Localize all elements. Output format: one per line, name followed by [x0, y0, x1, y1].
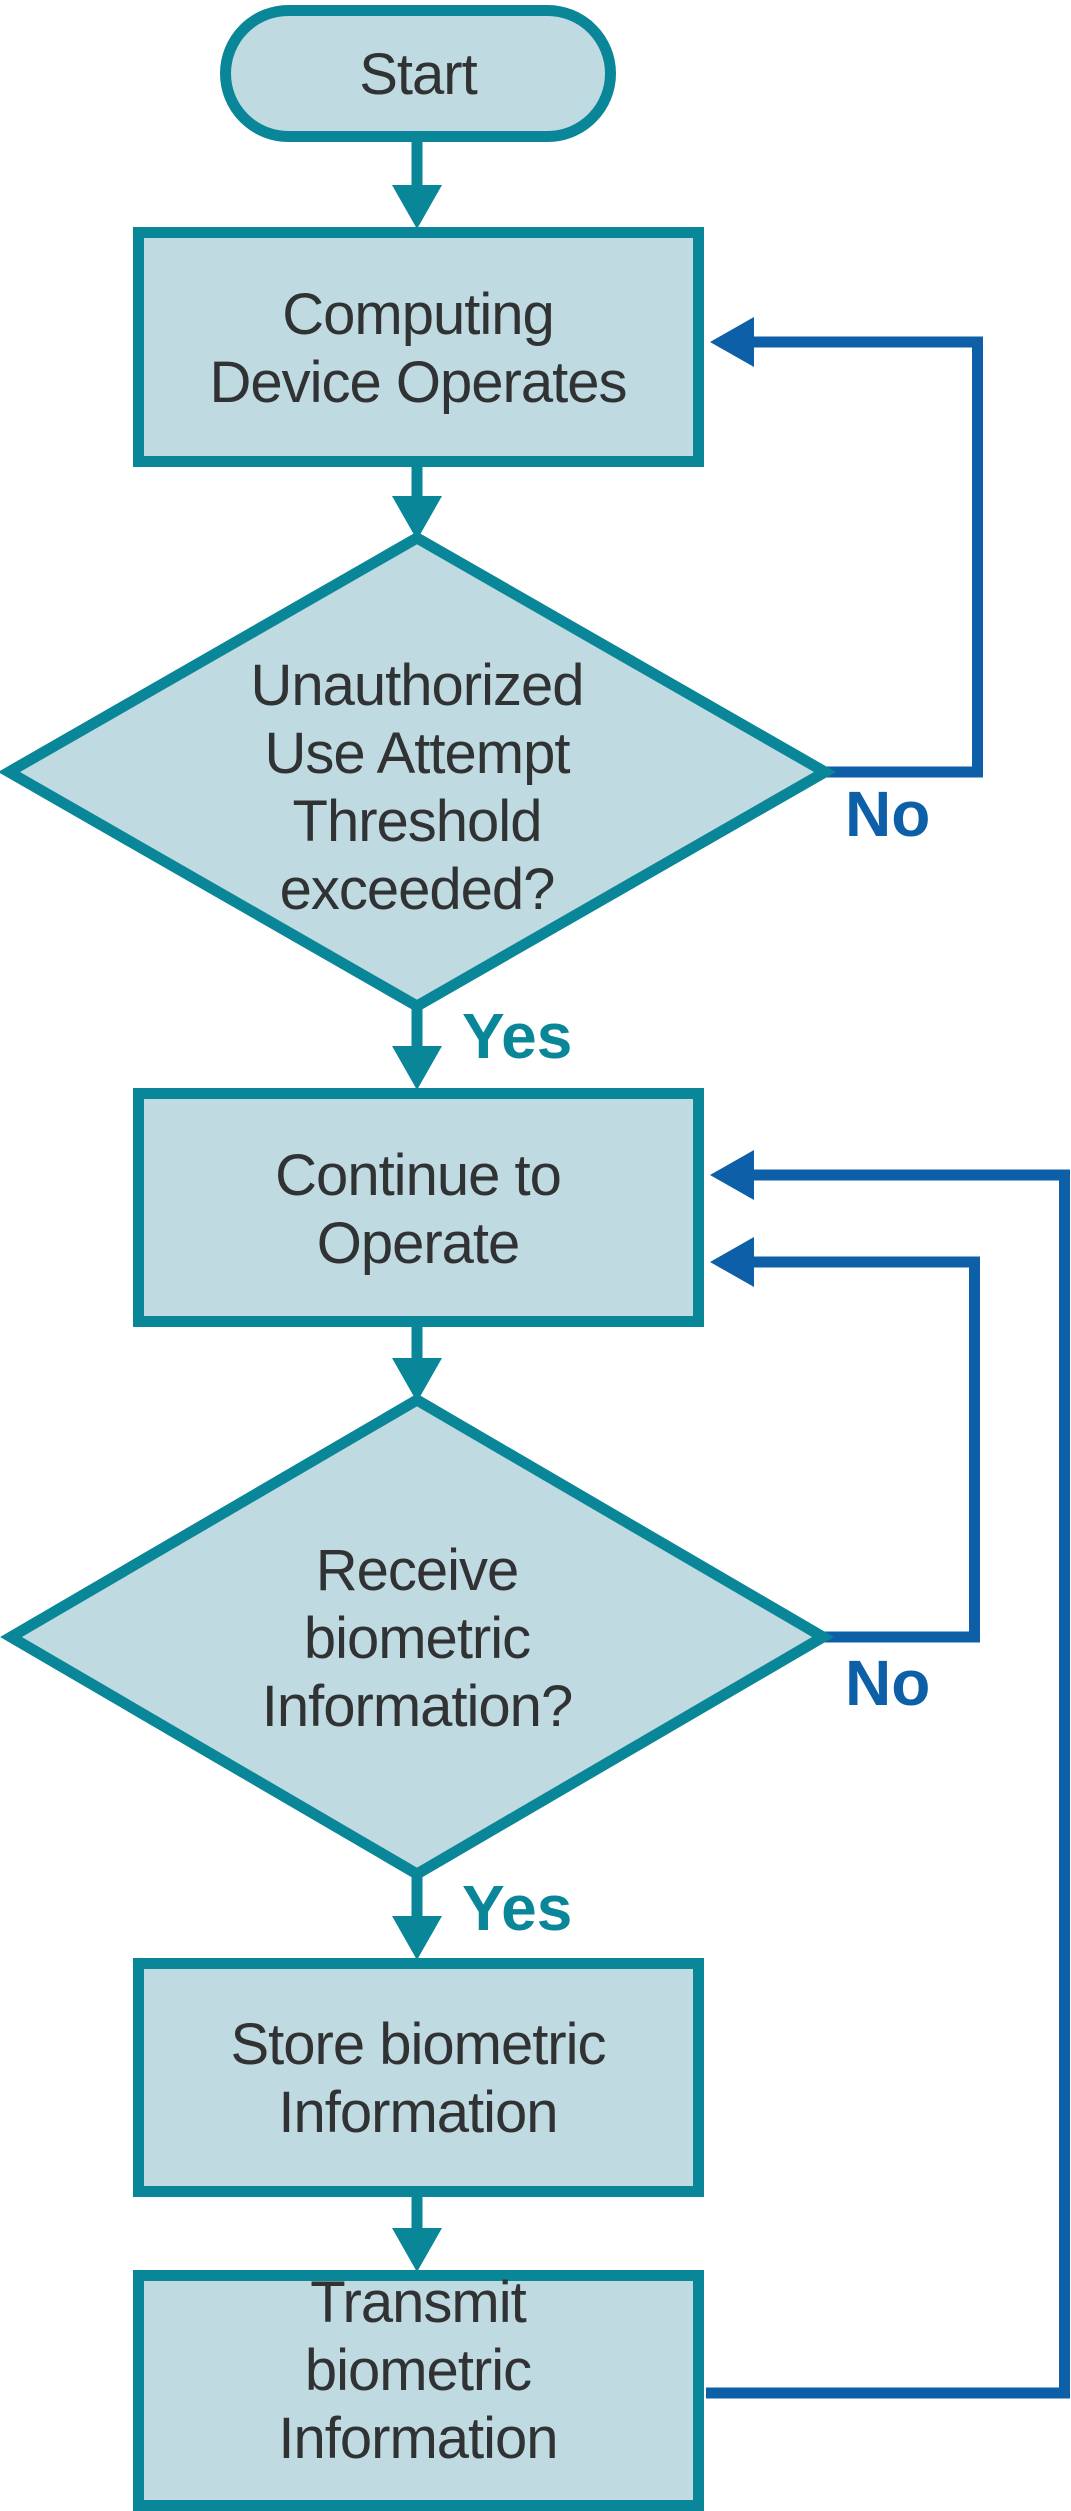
- receive-no-label: No: [845, 1647, 930, 1719]
- node-label-line: Device Operates: [210, 350, 627, 415]
- continue-to-operate-node: Continue to Operate: [133, 1088, 704, 1327]
- start-label: Start: [359, 42, 477, 107]
- node-label-line: Unauthorized: [251, 653, 584, 718]
- process-shape: [133, 227, 704, 467]
- arrow-down-icon: [392, 185, 442, 229]
- process-shape: [133, 1088, 704, 1327]
- start-node: Start: [220, 5, 616, 142]
- connector-threshold-to-continue: [392, 1004, 442, 1090]
- node-label-line: Information: [278, 2080, 557, 2145]
- no-loop-threshold: [710, 317, 983, 778]
- unauthorized-threshold-decision: Unauthorized Use Attempt Threshold excee…: [0, 531, 837, 1013]
- process-shape: [133, 1958, 704, 2197]
- node-label-line: exceeded?: [280, 857, 555, 922]
- threshold-no-label: No: [845, 778, 930, 850]
- node-label-line: biometric: [305, 2338, 531, 2403]
- connector-continue-to-receive: [392, 1325, 442, 1402]
- transmit-feedback-loop-path: [706, 1169, 1070, 2399]
- no-loop-receive-path: [754, 1256, 980, 1643]
- node-label-line: Computing: [282, 282, 553, 347]
- connector-receive-to-store: [392, 1872, 442, 1960]
- computing-device-operates-node: Computing Device Operates: [133, 227, 704, 467]
- no-loop-receive: [710, 1237, 980, 1643]
- arrow-down-icon: [392, 1046, 442, 1090]
- arrow-down-icon: [392, 2228, 442, 2272]
- arrow-left-icon: [710, 317, 754, 367]
- arrow-down-icon: [392, 1916, 442, 1960]
- connector-store-to-transmit: [392, 2195, 442, 2272]
- arrow-left-icon: [710, 1237, 754, 1287]
- arrow-down-icon: [392, 1358, 442, 1402]
- node-label-line: Information: [278, 2406, 557, 2471]
- receive-yes-label: Yes: [462, 1872, 572, 1944]
- node-label-line: Continue to: [275, 1143, 561, 1208]
- decision-shape: [0, 531, 837, 1013]
- node-label-line: Transmit: [310, 2270, 526, 2335]
- terminator-shape: [220, 5, 616, 142]
- node-label-line: Operate: [317, 1211, 520, 1276]
- no-loop-threshold-path: [754, 336, 983, 778]
- process-shape: [133, 2270, 704, 2511]
- connector-start-to-computing: [392, 141, 442, 229]
- node-label-line: Receive: [316, 1538, 519, 1603]
- node-label-line: Store biometric: [230, 2012, 605, 2077]
- store-biometric-node: Store biometric Information: [133, 1958, 704, 2197]
- transmit-feedback-loop: [706, 1150, 1070, 2399]
- connector-computing-to-threshold: [392, 465, 442, 540]
- decision-shape: [0, 1393, 834, 1881]
- receive-biometric-decision: Receive biometric Information?: [0, 1393, 834, 1881]
- node-label-line: Information?: [262, 1674, 572, 1739]
- transmit-biometric-node: Transmit biometric Information: [133, 2270, 704, 2511]
- node-label-line: Threshold: [293, 789, 542, 854]
- arrow-down-icon: [392, 496, 442, 540]
- node-label-line: biometric: [304, 1606, 530, 1671]
- node-label-line: Use Attempt: [265, 721, 571, 786]
- threshold-yes-label: Yes: [462, 1000, 572, 1072]
- arrow-left-icon: [710, 1150, 754, 1200]
